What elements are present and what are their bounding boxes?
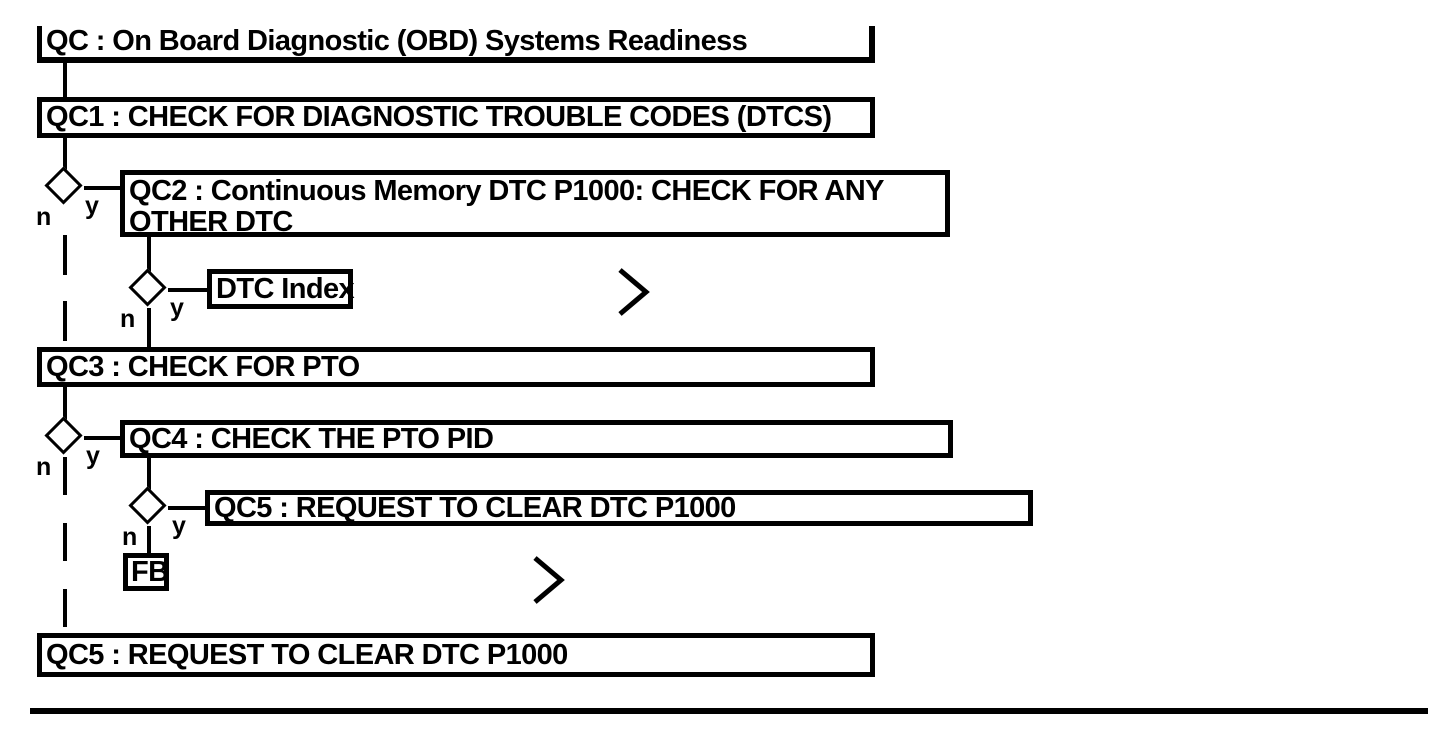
connector-qc3-decision3 (63, 387, 67, 420)
node-qc3[interactable]: QC3 : CHECK FOR PTO (37, 347, 875, 387)
connector-qc2-decision2 (147, 237, 151, 272)
chevron-right-icon[interactable] (531, 554, 567, 606)
node-qc5-final-label: QC5 : REQUEST TO CLEAR DTC P1000 (46, 638, 568, 671)
node-qc5-final[interactable]: QC5 : REQUEST TO CLEAR DTC P1000 (37, 633, 875, 677)
node-qc5-nested-label: QC5 : REQUEST TO CLEAR DTC P1000 (214, 491, 736, 524)
connector-yes3-qc4 (84, 436, 120, 440)
bottom-divider (30, 708, 1428, 714)
node-qc3-label: QC3 : CHECK FOR PTO (46, 350, 360, 383)
branch-label-yes-3: y (86, 442, 100, 470)
node-fb[interactable]: FB (123, 553, 169, 591)
decision-diamond-qc2 (128, 268, 167, 307)
connector-no2-qc3 (147, 308, 151, 347)
chevron-right-icon[interactable] (616, 266, 652, 318)
branch-label-no-4: n (122, 523, 138, 551)
node-qc4-label: QC4 : CHECK THE PTO PID (129, 422, 494, 455)
connector-qc1-decision1 (63, 138, 67, 171)
branch-label-no-3: n (36, 453, 52, 481)
node-fb-label: FB (131, 555, 169, 588)
node-qc-title[interactable]: QC : On Board Diagnostic (OBD) Systems R… (37, 25, 875, 63)
branch-label-yes-2: y (170, 294, 184, 322)
node-dtc-index-label: DTC Index (216, 272, 355, 305)
connector-no1-qc3-dashed (63, 209, 67, 347)
connector-yes4-qc5 (168, 506, 205, 510)
connector-yes2-dtc-index (168, 288, 207, 292)
connector-qc-qc1 (63, 62, 67, 98)
connector-qc4-decision4 (147, 458, 151, 490)
node-qc5-nested[interactable]: QC5 : REQUEST TO CLEAR DTC P1000 (205, 490, 1033, 526)
node-qc-title-label: QC : On Board Diagnostic (OBD) Systems R… (46, 25, 748, 57)
connector-no3-qc5-dashed (63, 457, 67, 633)
node-qc1-label: QC1 : CHECK FOR DIAGNOSTIC TROUBLE CODES… (46, 101, 832, 133)
branch-label-yes-4: y (172, 512, 186, 540)
node-dtc-index[interactable]: DTC Index (207, 269, 355, 309)
decision-diamond-qc4 (128, 486, 167, 525)
branch-label-yes-1: y (85, 192, 99, 220)
node-qc4[interactable]: QC4 : CHECK THE PTO PID (120, 420, 953, 458)
node-qc1[interactable]: QC1 : CHECK FOR DIAGNOSTIC TROUBLE CODES… (37, 97, 875, 138)
node-qc2[interactable]: QC2 : Continuous Memory DTC P1000: CHECK… (120, 170, 950, 238)
branch-label-no-2: n (120, 305, 136, 333)
branch-label-no-1: n (36, 203, 52, 231)
node-qc2-label: QC2 : Continuous Memory DTC P1000: CHECK… (129, 175, 884, 238)
connector-no4-fb (147, 526, 151, 553)
connector-yes1-qc2 (84, 186, 120, 190)
decision-diamond-qc1 (44, 166, 83, 205)
decision-diamond-qc3 (44, 416, 83, 455)
